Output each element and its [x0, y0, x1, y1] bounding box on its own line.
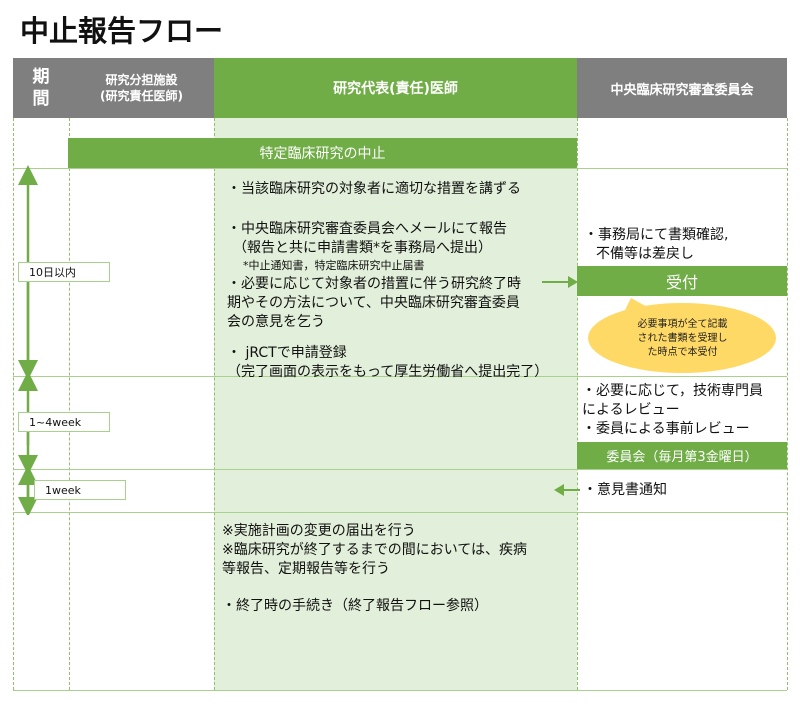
arrow-to-pi [554, 484, 580, 496]
pi-note-plan-change: ※実施計画の変更の届出を行う [222, 523, 416, 539]
row-divider [13, 469, 787, 470]
header-committee: 中央臨床研究審査委員会 [577, 58, 787, 118]
header-principal-investigator: 研究代表(責任)医師 [214, 58, 577, 118]
column-divider [69, 118, 70, 690]
committee-review-line3: ・委員による事前レビュー [582, 421, 750, 437]
header-sub-line2: (研究責任医師) [100, 89, 183, 103]
pi-step-footnote: *中止通知書，特定臨床研究中止届書 [243, 259, 425, 272]
pi-note-reporting-line2: 等報告、定期報告等を行う [222, 561, 390, 577]
callout-line2: された書類を受理し [637, 333, 728, 344]
callout-line1: 必要事項が全て記載 [637, 319, 728, 330]
pi-step-opinion-line3: 会の意見を乞う [227, 314, 325, 330]
period-label-1: 10日以内 [18, 262, 110, 282]
stop-banner: 特定臨床研究の中止 [68, 138, 577, 168]
row-divider [13, 376, 787, 377]
column-divider [214, 118, 215, 690]
pi-step-measures: ・当該臨床研究の対象者に適切な措置を講ずる [227, 181, 521, 197]
committee-review-line2: によるレビュー [582, 402, 680, 418]
pi-step-opinion-line2: 期やその方法について、中央臨床研究審査委員 [227, 295, 520, 311]
header-sub-line1: 研究分担施設 [105, 73, 178, 87]
header-sub-institution: 研究分担施設 (研究責任医師) [69, 58, 214, 118]
pi-step-jrct: ・ jRCTで申請登録 [227, 345, 347, 361]
committee-receipt: 受付 [577, 266, 787, 296]
pi-step-opinion-line1: ・必要に応じて対象者の措置に伴う研究終了時 [227, 276, 521, 292]
row-divider [13, 690, 787, 691]
period-label-3: 1week [34, 480, 126, 500]
committee-check-line2: 不備等は差戻し [596, 246, 694, 262]
period-label-2: 1~4week [18, 412, 110, 432]
pi-step-jrct-note: （完了画面の表示をもって厚生労働省へ提出完了） [227, 364, 549, 380]
pi-note-end-procedure: ・終了時の手続き（終了報告フロー参照） [222, 598, 488, 614]
header-period-line1: 期 [32, 67, 50, 87]
pi-column-background [214, 118, 577, 690]
arrow-to-committee [542, 276, 578, 288]
column-divider [787, 118, 788, 690]
receipt-callout-text: 必要事項が全て記載 された書類を受理し た時点で本受付 [600, 318, 765, 360]
page-title: 中止報告フロー [20, 14, 224, 48]
column-divider [13, 118, 14, 690]
committee-review-line1: ・必要に応じて，技術専門員 [582, 383, 764, 399]
row-divider [13, 168, 787, 169]
row-divider [13, 512, 787, 513]
pi-note-reporting-line1: ※臨床研究が終了するまでの間においては、疾病 [222, 542, 528, 558]
committee-opinion-notice: ・意見書通知 [583, 482, 667, 498]
pi-step-email-report: ・中央臨床研究審査委員会へメールにて報告 [227, 221, 507, 237]
receipt-callout-bubble [588, 298, 776, 373]
committee-meeting: 委員会（毎月第3金曜日） [577, 442, 787, 469]
committee-check-line1: ・事務局にて書類確認, [584, 227, 729, 243]
pi-step-submit-docs: （報告と共に申請書類*を事務局へ提出） [233, 240, 492, 256]
column-divider [577, 118, 578, 690]
header-period-line2: 間 [32, 89, 50, 109]
callout-line3: た時点で本受付 [647, 347, 718, 358]
header-period: 期間 [13, 58, 69, 118]
period-arrows [18, 165, 38, 515]
